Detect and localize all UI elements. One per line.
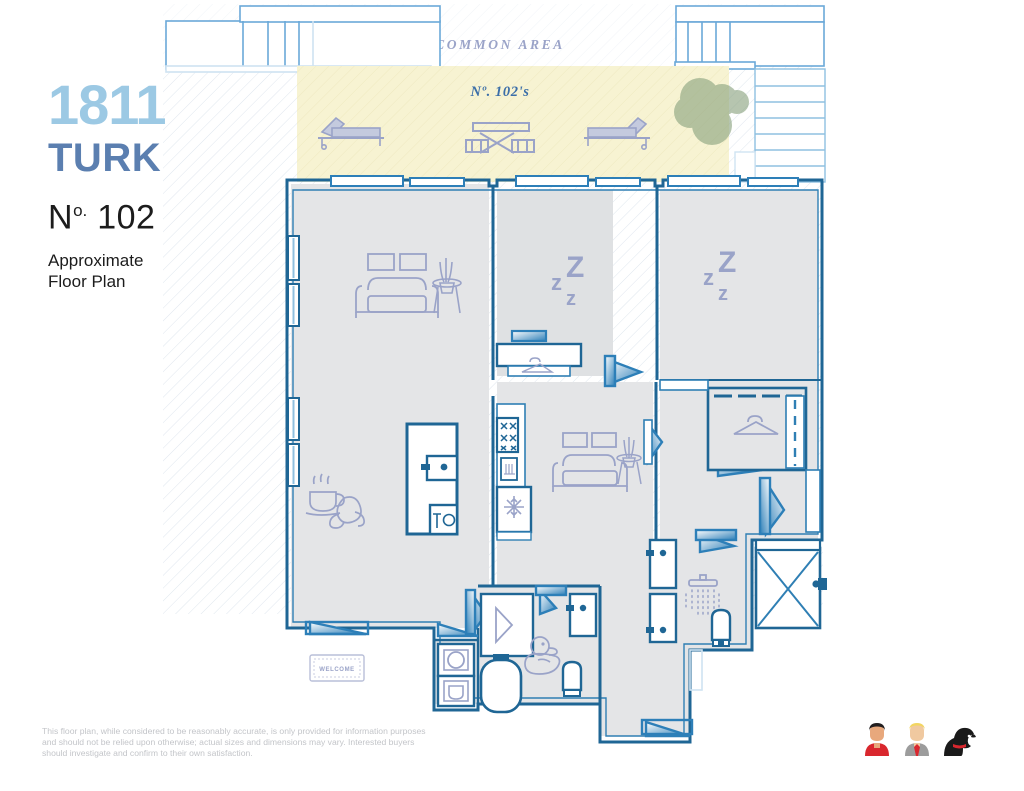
svg-text:z: z [551, 270, 562, 295]
occupants-legend [862, 714, 982, 756]
wall-art-icon [367, 253, 395, 271]
dishwasher-icon [428, 503, 459, 536]
welcome-mat: WELCOME [309, 654, 365, 682]
unit-prefix: N [48, 198, 74, 237]
plan-subtitle: Approximate Floor Plan [48, 251, 144, 292]
svg-text:Z: Z [718, 246, 736, 279]
plant-side-table-icon [616, 437, 642, 485]
wall-art-icon [562, 432, 588, 448]
tree-cluster-icon [674, 78, 749, 145]
svg-text:Z: Z [566, 251, 584, 284]
laundry-stack [436, 642, 476, 708]
common-area-label: COMMON AREA [435, 37, 565, 52]
building-number: 1811 [48, 73, 167, 136]
toilet-icon [561, 660, 583, 697]
title-block: 1811 TURK No. 102 Approximate Floor Plan [48, 73, 238, 292]
lounge-chair-icon [318, 116, 384, 151]
mirror-icon [495, 605, 514, 645]
bathtub-icon [479, 654, 523, 714]
exterior-walls [285, 178, 824, 744]
bedroom1-closet [495, 329, 583, 377]
snowflake-icon [504, 496, 524, 518]
sink-icon [568, 592, 598, 638]
svg-text:z: z [718, 283, 728, 305]
unit-number-heading: No. 102 [48, 192, 238, 236]
plant-side-table-icon [432, 257, 462, 314]
walk-in-closet [706, 386, 808, 472]
resident-suit-avatar [905, 723, 929, 756]
lounge-chair-icon [584, 116, 650, 151]
patio-label: Nº. 102's [470, 84, 530, 100]
svg-text:z: z [703, 265, 714, 290]
clothes-hanger-icon [733, 415, 779, 435]
wall-art-icon [591, 432, 617, 448]
vanity-sink-icon [648, 592, 678, 644]
shower-stall [754, 538, 827, 630]
street-name: TURK [48, 136, 162, 180]
coffee-croissant-icon [305, 473, 365, 529]
disclaimer-text: This floor plan, while considered to be … [42, 726, 426, 759]
stairs-top-right [674, 5, 825, 70]
kitchen-island [405, 422, 459, 536]
sleep-zzz-icon: z Z z [703, 246, 736, 305]
sofa-icon [355, 253, 439, 318]
svg-text:z: z [566, 288, 576, 310]
main-bath [479, 592, 598, 714]
shower-head-icon [685, 574, 720, 617]
sleep-zzz-icon: z Z z [551, 251, 584, 310]
resident-red-shirt-avatar [865, 723, 889, 756]
window-group-top [330, 175, 799, 187]
clothes-hanger-icon [521, 357, 555, 373]
misc-casework [659, 379, 821, 691]
vanity-sink-icon [648, 538, 678, 590]
wall-art-icon [399, 253, 427, 271]
unit-prefix-superscript: o. [73, 201, 88, 220]
door-swing-rear [644, 720, 691, 738]
rubber-duck-icon [524, 636, 561, 675]
master-bath [646, 538, 827, 647]
picnic-table-icon [465, 122, 535, 154]
welcome-mat-label: WELCOME [319, 667, 355, 673]
kitchen-appliance-run [495, 403, 533, 541]
toilet-icon [710, 608, 732, 647]
window-group-left [287, 235, 300, 487]
pet-dog-avatar [944, 727, 976, 756]
unit-number: 102 [97, 198, 156, 237]
